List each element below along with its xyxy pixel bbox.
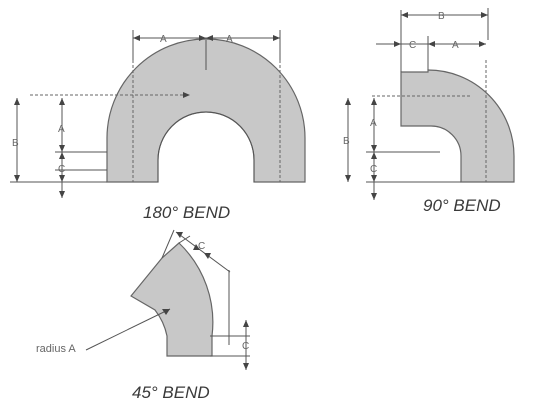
bend-45-body — [130, 242, 214, 357]
bend-90-b-top-label: B — [438, 11, 445, 22]
bend-90-a-top-label: A — [452, 40, 459, 51]
bend-180-caption: 180° BEND — [143, 203, 230, 222]
bend-180-a-right-label: A — [226, 34, 233, 45]
bend-180-b-label: B — [12, 138, 19, 149]
bend-180-a-left-label: A — [160, 34, 167, 45]
bend-90-c-side-label: C — [370, 164, 377, 175]
bend-90-a-side-label: A — [370, 118, 377, 129]
bend-90-body — [400, 69, 515, 183]
bend-90-figure: B C A B A C — [343, 8, 515, 200]
bend-90-caption: 90° BEND — [423, 196, 501, 215]
bend-45-c-top-label: C — [198, 241, 205, 252]
bend-45-c-side-label: C — [242, 341, 249, 352]
bend-180-a-side-label: A — [58, 124, 65, 135]
bend-90-c-top-label: C — [409, 40, 416, 51]
bend-180-figure: A A B A C — [10, 30, 306, 198]
bend-45-radius-label: radius A — [36, 343, 76, 355]
bend-90-b-side-label: B — [343, 136, 350, 147]
bend-45-figure: C C radius A — [36, 229, 250, 370]
bend-45-caption: 45° BEND — [132, 383, 210, 402]
